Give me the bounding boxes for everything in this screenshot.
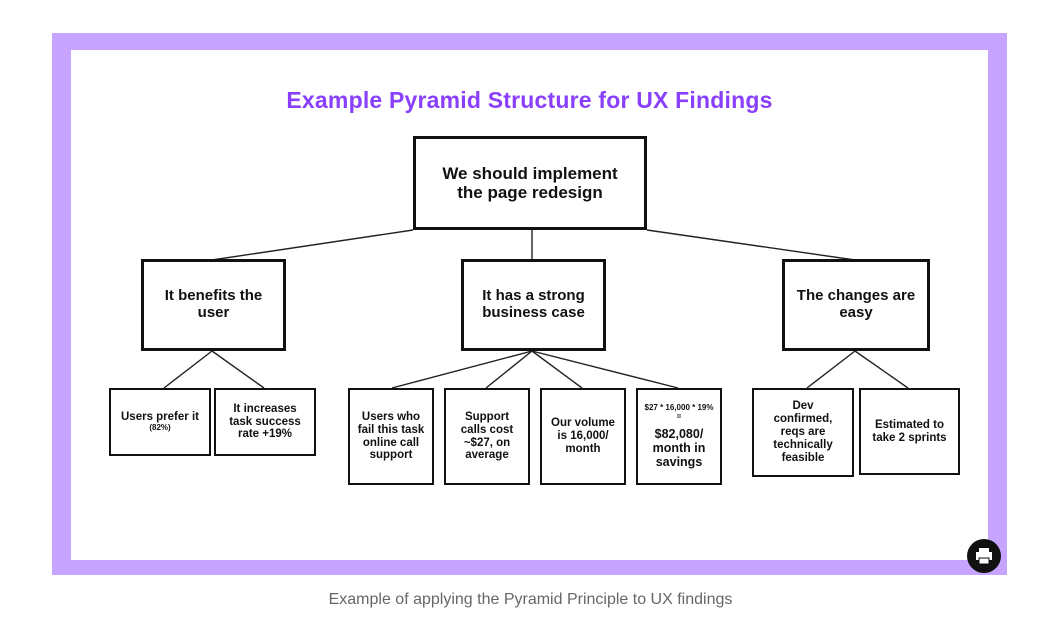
root-node-label: We should implement the page redesign	[442, 163, 618, 202]
connector-business-leaf-1	[391, 350, 533, 389]
branch-node-easy: The changes are easy	[782, 259, 930, 351]
connector-easy-leaf-2	[854, 350, 909, 389]
connector-benefits-leaf-1	[163, 350, 213, 389]
connector-easy-leaf-1	[806, 350, 856, 389]
leaf-node: It increases task success rate +19%	[214, 388, 316, 456]
leaf-node: Our volume is 16,000/ month	[540, 388, 626, 485]
leaf-sublabel: (82%)	[149, 423, 171, 433]
leaf-label: $82,080/ month in savings	[652, 427, 706, 470]
connector-root-to-benefits	[211, 229, 414, 261]
diagram-title: Example Pyramid Structure for UX Finding…	[286, 87, 773, 113]
leaf-label: Our volume is 16,000/ month	[551, 417, 615, 455]
leaf-node: $27 * 16,000 * 19% = $82,080/ month in s…	[636, 388, 722, 485]
printer-logo-icon	[967, 539, 1001, 573]
leaf-node: Dev confirmed, reqs are technically feas…	[752, 388, 854, 477]
leaf-node: Users prefer it (82%)	[109, 388, 211, 456]
leaf-label: Users prefer it	[121, 411, 199, 424]
leaf-label: Estimated to take 2 sprints	[872, 418, 947, 444]
leaf-node: Estimated to take 2 sprints	[859, 388, 960, 475]
leaf-label: Support calls cost ~$27, on average	[460, 410, 514, 462]
branch-node-business: It has a strong business case	[461, 259, 606, 351]
connector-business-leaf-4	[531, 350, 679, 389]
branch-label-benefits: It benefits the user	[164, 287, 263, 321]
leaf-node: Support calls cost ~$27, on average	[444, 388, 530, 485]
leaf-label: Users who fail this task online call sup…	[357, 410, 425, 462]
root-node: We should implement the page redesign	[413, 136, 647, 230]
leaf-sublabel: $27 * 16,000 * 19% =	[644, 402, 714, 421]
connector-benefits-leaf-2	[211, 350, 265, 389]
leaf-label: It increases task success rate +19%	[229, 402, 301, 441]
connector-business-leaf-3	[531, 350, 583, 389]
branch-node-benefits: It benefits the user	[141, 259, 286, 351]
connector-root-to-easy	[646, 229, 856, 261]
branch-label-business: It has a strong business case	[482, 287, 585, 321]
branch-label-easy: The changes are easy	[796, 287, 916, 321]
leaf-node: Users who fail this task online call sup…	[348, 388, 434, 485]
leaf-label: Dev confirmed, reqs are technically feas…	[773, 400, 833, 464]
figure-caption: Example of applying the Pyramid Principl…	[328, 591, 733, 608]
connector-business-leaf-2	[485, 350, 533, 389]
